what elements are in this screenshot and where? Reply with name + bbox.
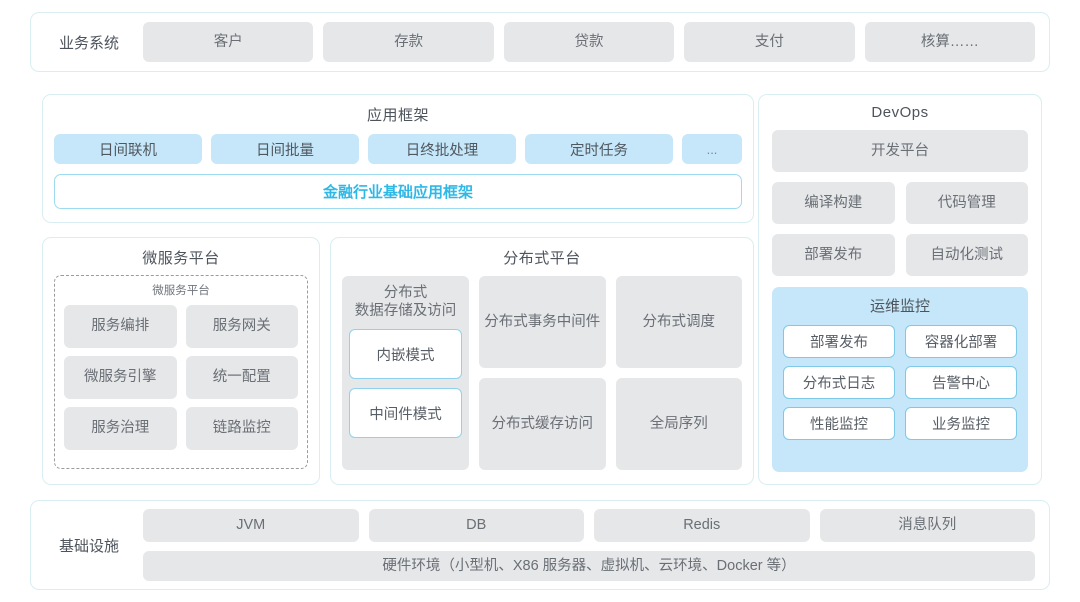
distributed-platform-card: 分布式平台 分布式 数据存储及访问 内嵌模式 中间件模式 分布式 事务中间件 分… — [330, 237, 754, 485]
distributed-platform-body: 分布式 数据存储及访问 内嵌模式 中间件模式 分布式 事务中间件 分布式调度 分… — [342, 276, 742, 470]
ms-item-trace-monitoring[interactable]: 链路监控 — [185, 407, 298, 450]
microservice-platform-title: 微服务平台 — [142, 250, 220, 267]
financial-base-framework-bar[interactable]: 金融行业基础应用框架 — [54, 174, 742, 209]
devops-item-deploy-release[interactable]: 部署发布 — [772, 234, 895, 276]
devops-item-automated-testing[interactable]: 自动化测试 — [905, 234, 1028, 276]
app-chip-daytime-online[interactable]: 日间联机 — [54, 134, 202, 164]
ms-item-unified-config[interactable]: 统一配置 — [185, 356, 298, 399]
app-chip-more[interactable]: ... — [682, 134, 742, 164]
dp-storage-title-line1: 分布式 — [383, 285, 428, 301]
ms-item-service-orchestration[interactable]: 服务编排 — [64, 305, 177, 348]
dp-item-global-sequence[interactable]: 全局序列 — [615, 378, 742, 470]
microservice-platform-dashed-box: 微服务平台 服务编排 服务网关 微服务引擎 统一配置 服务治理 链路监控 — [54, 275, 308, 469]
dp-mode-embedded[interactable]: 内嵌模式 — [349, 329, 462, 380]
ms-item-service-gateway[interactable]: 服务网关 — [185, 305, 298, 348]
devops-grid: 编译构建 代码管理 部署发布 自动化测试 — [772, 182, 1028, 276]
infra-item-db[interactable]: DB — [368, 509, 584, 542]
infrastructure-row: 基础设施 JVM DB Redis 消息队列 硬件环境（小型机、X86 服务器、… — [30, 500, 1050, 590]
ops-item-alert-center[interactable]: 告警中心 — [905, 366, 1017, 399]
ms-item-microservice-engine[interactable]: 微服务引擎 — [64, 356, 177, 399]
ops-monitoring-box: 运维监控 部署发布 容器化部署 分布式日志 告警中心 性能监控 业务监控 — [772, 287, 1028, 472]
dp-item-0-line2: 事务中间件 — [527, 313, 601, 330]
business-system-loan[interactable]: 贷款 — [503, 22, 675, 62]
distributed-platform-grid: 分布式 事务中间件 分布式调度 分布式 缓存访问 全局序列 — [479, 276, 742, 470]
business-system-payment[interactable]: 支付 — [684, 22, 855, 62]
dp-item-0-line1: 分布式 — [484, 313, 528, 330]
dp-item-2-line1: 分布式 — [491, 415, 536, 432]
business-systems-row: 业务系统 客户 存款 贷款 支付 核算…… — [30, 12, 1050, 72]
distributed-platform-title: 分布式平台 — [503, 250, 581, 267]
dp-mode-middleware[interactable]: 中间件模式 — [349, 388, 462, 439]
devops-dev-platform[interactable]: 开发平台 — [772, 130, 1028, 172]
dp-item-2-line2: 缓存访问 — [535, 415, 593, 432]
ops-monitoring-grid: 部署发布 容器化部署 分布式日志 告警中心 性能监控 业务监控 — [783, 325, 1017, 440]
ops-item-performance-monitoring[interactable]: 性能监控 — [783, 407, 895, 440]
ops-item-business-monitoring[interactable]: 业务监控 — [905, 407, 1017, 440]
dp-storage-title: 分布式 数据存储及访问 — [349, 284, 462, 320]
app-chip-eod-batch[interactable]: 日终批处理 — [368, 134, 516, 164]
ops-monitoring-title: 运维监控 — [869, 298, 930, 315]
infra-item-jvm[interactable]: JVM — [143, 509, 359, 542]
business-system-deposit[interactable]: 存款 — [323, 22, 494, 62]
devops-item-code-management[interactable]: 代码管理 — [905, 182, 1028, 224]
devops-item-compile-build[interactable]: 编译构建 — [772, 182, 895, 224]
devops-card: DevOps 开发平台 编译构建 代码管理 部署发布 自动化测试 运维监控 部署… — [758, 94, 1042, 485]
dp-item-transaction-middleware[interactable]: 分布式 事务中间件 — [479, 276, 606, 368]
app-chip-daytime-batch[interactable]: 日间批量 — [211, 134, 359, 164]
microservice-platform-grid: 服务编排 服务网关 微服务引擎 统一配置 服务治理 链路监控 — [64, 305, 298, 450]
dp-item-distributed-cache[interactable]: 分布式 缓存访问 — [479, 378, 606, 470]
business-system-customer[interactable]: 客户 — [143, 22, 314, 62]
infrastructure-hardware-row: 硬件环境（小型机、X86 服务器、虚拟机、云环境、Docker 等） — [143, 551, 1035, 581]
ops-item-distributed-log[interactable]: 分布式日志 — [783, 366, 895, 399]
infra-hardware-environment[interactable]: 硬件环境（小型机、X86 服务器、虚拟机、云环境、Docker 等） — [143, 551, 1035, 581]
business-systems-label: 业务系统 — [58, 34, 119, 52]
dp-distributed-storage-block[interactable]: 分布式 数据存储及访问 内嵌模式 中间件模式 — [342, 276, 469, 470]
infrastructure-label: 基础设施 — [58, 537, 119, 555]
application-framework-card: 应用框架 日间联机 日间批量 日终批处理 定时任务 ... 金融行业基础应用框架 — [42, 94, 754, 223]
microservice-platform-card: 微服务平台 微服务平台 服务编排 服务网关 微服务引擎 统一配置 服务治理 链路… — [42, 237, 320, 485]
dp-storage-title-line2: 数据存储及访问 — [354, 303, 457, 320]
infra-item-message-queue[interactable]: 消息队列 — [819, 509, 1035, 542]
microservice-platform-inner-label: 微服务平台 — [152, 285, 210, 297]
infra-item-redis[interactable]: Redis — [594, 509, 810, 542]
devops-title: DevOps — [871, 104, 929, 121]
business-system-accounting[interactable]: 核算…… — [864, 22, 1036, 62]
dp-item-distributed-scheduling[interactable]: 分布式调度 — [615, 276, 742, 368]
app-chip-scheduled-task[interactable]: 定时任务 — [525, 134, 673, 164]
ms-item-service-governance[interactable]: 服务治理 — [64, 407, 177, 450]
application-framework-chip-row: 日间联机 日间批量 日终批处理 定时任务 ... — [54, 134, 742, 164]
ops-item-containerized-deploy[interactable]: 容器化部署 — [905, 325, 1017, 358]
application-framework-title: 应用框架 — [366, 107, 429, 124]
infrastructure-items-row: JVM DB Redis 消息队列 — [143, 509, 1035, 542]
ops-item-deploy-release[interactable]: 部署发布 — [783, 325, 895, 358]
infrastructure-content: JVM DB Redis 消息队列 硬件环境（小型机、X86 服务器、虚拟机、云… — [143, 509, 1035, 581]
